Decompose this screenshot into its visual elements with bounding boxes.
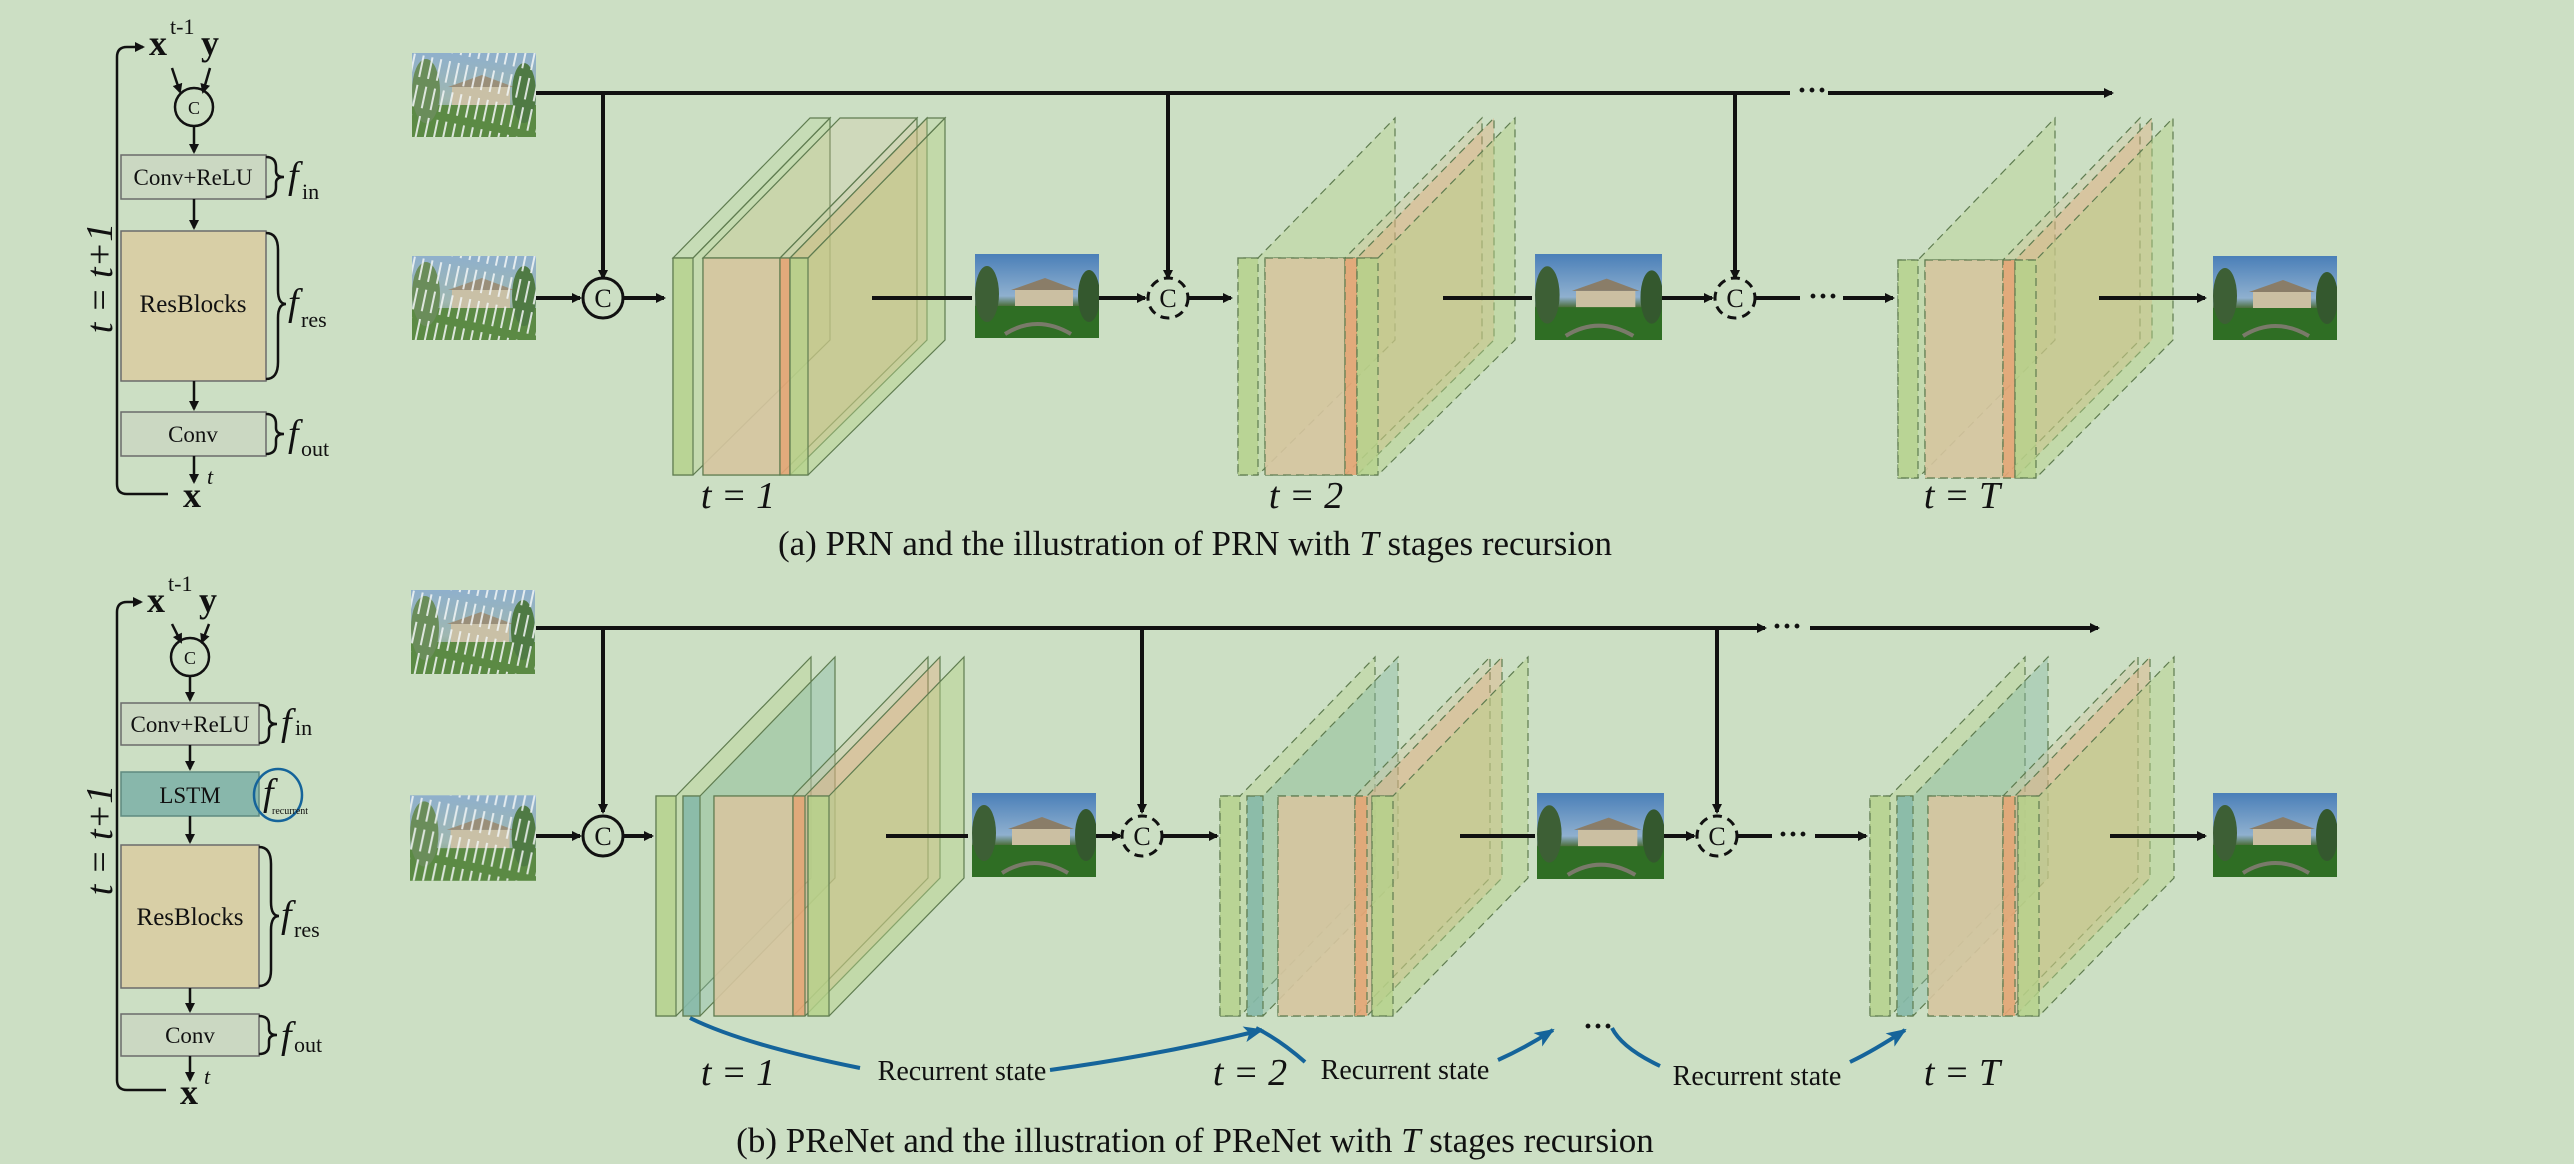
rainy-input-a bbox=[412, 256, 536, 340]
prn-concat-label: C bbox=[188, 98, 200, 118]
prenet-conv-block bbox=[120, 1013, 260, 1057]
prenet-conv-relu-label: Conv+ReLU bbox=[130, 712, 249, 737]
prenet-f-recurrent-sub: recurrent bbox=[272, 806, 308, 817]
prenet-lstm-label: LSTM bbox=[159, 783, 220, 808]
concat-label-a3: C bbox=[1726, 284, 1743, 313]
stage-label-b2: t = 2 bbox=[1213, 1052, 1287, 1094]
layer-stack-b3 bbox=[1869, 655, 2175, 1017]
concat-label-b1: C bbox=[594, 822, 611, 851]
prenet-f-in-sub: in bbox=[295, 715, 312, 740]
bypass-ellipsis-b: ··· bbox=[1772, 610, 1802, 643]
derained-output-a1 bbox=[975, 254, 1099, 338]
stage-label-a2: t = 2 bbox=[1269, 475, 1343, 517]
prenet-module: x t-1 y C Conv+ReLU LSTM ResBlocks Conv … bbox=[79, 571, 322, 1112]
layer-stack-b2 bbox=[1219, 655, 1529, 1017]
panel-b: ··· C C bbox=[410, 590, 2337, 1160]
rainy-input-top-a bbox=[412, 53, 536, 137]
prenet-resblocks-block bbox=[120, 844, 260, 989]
prenet-lstm-block bbox=[120, 771, 260, 817]
prenet-output-x: x bbox=[180, 1072, 198, 1112]
prenet-f-in: f bbox=[281, 702, 296, 744]
derained-output-b1 bbox=[972, 793, 1096, 877]
prn-f-in-sub: in bbox=[302, 179, 319, 204]
prn-module: x t-1 y C Conv+ReLU ResBlocks Conv x t t… bbox=[79, 14, 329, 515]
recurrent-arrow-3 bbox=[1610, 1027, 1661, 1068]
prn-conv-label: Conv bbox=[168, 422, 218, 447]
prn-f-out-sub: out bbox=[301, 436, 329, 461]
prn-resblocks-label: ResBlocks bbox=[140, 291, 247, 318]
stage-label-a3: t = T bbox=[1924, 475, 2003, 517]
prn-conv-block bbox=[120, 411, 267, 457]
prenet-loop-label: t = t+1 bbox=[79, 785, 121, 895]
concat-label-b3: C bbox=[1708, 822, 1725, 851]
stage-label-a1: t = 1 bbox=[701, 475, 775, 517]
layer-stack-a2 bbox=[1237, 116, 1516, 476]
ellipsis-a: ··· bbox=[1808, 280, 1838, 313]
layer-stack-b1 bbox=[655, 655, 965, 1017]
prenet-input-x-sup: t-1 bbox=[168, 571, 192, 596]
caption-a: (a) PRN and the illustration of PRN with… bbox=[778, 524, 1612, 563]
prenet-resblocks-label: ResBlocks bbox=[137, 904, 244, 931]
concat-label-a2: C bbox=[1159, 284, 1176, 313]
prn-input-x: x bbox=[149, 23, 167, 63]
layer-stack-a1 bbox=[671, 116, 947, 476]
prn-conv-relu-label: Conv+ReLU bbox=[133, 165, 252, 190]
recurrent-ellipsis: ··· bbox=[1583, 1010, 1613, 1043]
prenet-f-recurrent-highlight bbox=[252, 767, 304, 823]
prenet-conv-relu-block bbox=[120, 702, 260, 746]
panel-a: ··· C C bbox=[412, 53, 2337, 563]
recurrent-arrow-1 bbox=[689, 1016, 861, 1070]
prenet-output-x-sup: t bbox=[204, 1064, 211, 1089]
concat-label-b2: C bbox=[1133, 822, 1150, 851]
prenet-f-out-sub: out bbox=[294, 1032, 322, 1057]
stage-label-b3: t = T bbox=[1924, 1052, 2003, 1094]
prenet-conv-label: Conv bbox=[165, 1023, 215, 1048]
recurrent-state-label-3: Recurrent state bbox=[1673, 1061, 1842, 1092]
layer-stack-a3 bbox=[1897, 116, 2174, 479]
recurrent-arrow-2 bbox=[1255, 1026, 1307, 1064]
caption-b: (b) PReNet and the illustration of PReNe… bbox=[736, 1121, 1654, 1160]
prn-output-x-sup: t bbox=[207, 464, 214, 489]
prn-output-x: x bbox=[183, 475, 201, 515]
bypass-ellipsis-a: ··· bbox=[1797, 74, 1827, 107]
derained-output-a2 bbox=[1535, 254, 1663, 340]
recurrent-state-label-2: Recurrent state bbox=[1321, 1055, 1490, 1086]
rainy-input-b bbox=[410, 795, 536, 881]
recurrent-state-label-1: Recurrent state bbox=[878, 1056, 1047, 1087]
prn-resblocks-block bbox=[120, 230, 267, 382]
prenet-concat-label: C bbox=[184, 648, 196, 668]
derained-output-b2 bbox=[1537, 793, 1665, 879]
prn-f-in: f bbox=[288, 155, 303, 197]
prn-input-y: y bbox=[201, 23, 219, 63]
concat-label-a1: C bbox=[594, 284, 611, 313]
derained-output-a3 bbox=[2213, 256, 2337, 340]
prn-f-res-sub: res bbox=[301, 307, 327, 332]
derained-output-b3 bbox=[2213, 793, 2337, 877]
prenet-input-y: y bbox=[199, 580, 217, 620]
prn-loop-label: t = t+1 bbox=[79, 223, 121, 333]
prenet-f-res-sub: res bbox=[294, 917, 320, 942]
stage-label-b1: t = 1 bbox=[701, 1052, 775, 1094]
prenet-input-x: x bbox=[147, 580, 165, 620]
prn-input-x-sup: t-1 bbox=[170, 14, 194, 39]
rainy-input-top-b bbox=[411, 590, 535, 674]
ellipsis-b: ··· bbox=[1778, 818, 1808, 851]
